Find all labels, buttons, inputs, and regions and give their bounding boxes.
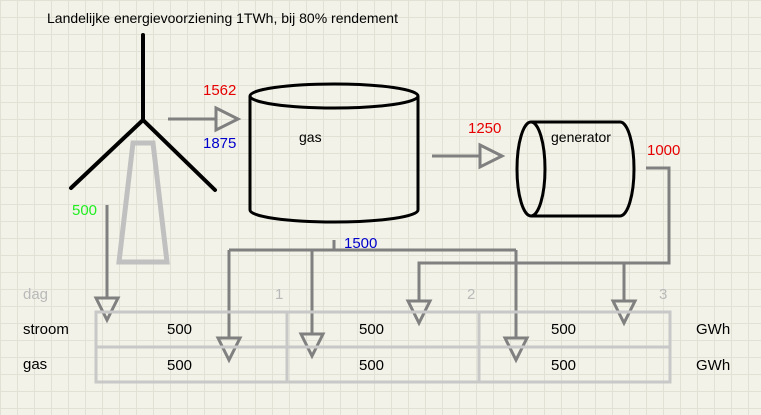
- flow-turbine-direct: 500: [72, 202, 97, 219]
- table-day-1: 1: [275, 286, 283, 303]
- row-label-gas: gas: [23, 356, 47, 373]
- row-label-stroom: stroom: [23, 321, 69, 338]
- table-header-label: dag: [23, 286, 48, 303]
- flow-generator-out: 1000: [647, 142, 680, 159]
- flow-turbine-out-top: 1562: [203, 82, 236, 99]
- row-unit-gas: GWh: [696, 357, 730, 374]
- flow-tank-to-generator: 1250: [468, 120, 501, 137]
- table-cell: 500: [359, 357, 384, 374]
- table-cell: 500: [167, 357, 192, 374]
- table-cell: 500: [167, 321, 192, 338]
- diagram-title: Landelijke energievoorziening 1TWh, bij …: [47, 10, 398, 26]
- arrow-generator-to-stroom-rows: [405, 166, 671, 327]
- row-unit-stroom: GWh: [696, 321, 730, 338]
- table-cell: 500: [359, 321, 384, 338]
- generator: [515, 120, 636, 218]
- generator-label: generator: [551, 129, 611, 145]
- table-cell: 500: [551, 321, 576, 338]
- flow-tank-out: 1500: [344, 235, 377, 252]
- arrow-turbine-to-tank: [168, 105, 242, 133]
- wind-turbine-icon: [69, 33, 217, 192]
- arrow-tank-to-gas-rows: [215, 240, 530, 364]
- arrow-turbine-direct-to-stroom: [93, 205, 121, 324]
- gas-tank: [248, 82, 420, 224]
- gas-tank-label: gas: [299, 129, 322, 145]
- table-day-2: 2: [467, 286, 475, 303]
- turbine-tower: [116, 140, 170, 265]
- table-cell: 500: [551, 357, 576, 374]
- table-day-3: 3: [659, 286, 667, 303]
- flow-turbine-out-bottom: 1875: [203, 135, 236, 152]
- schedule-table: [94, 310, 672, 384]
- arrow-tank-to-generator: [432, 142, 506, 170]
